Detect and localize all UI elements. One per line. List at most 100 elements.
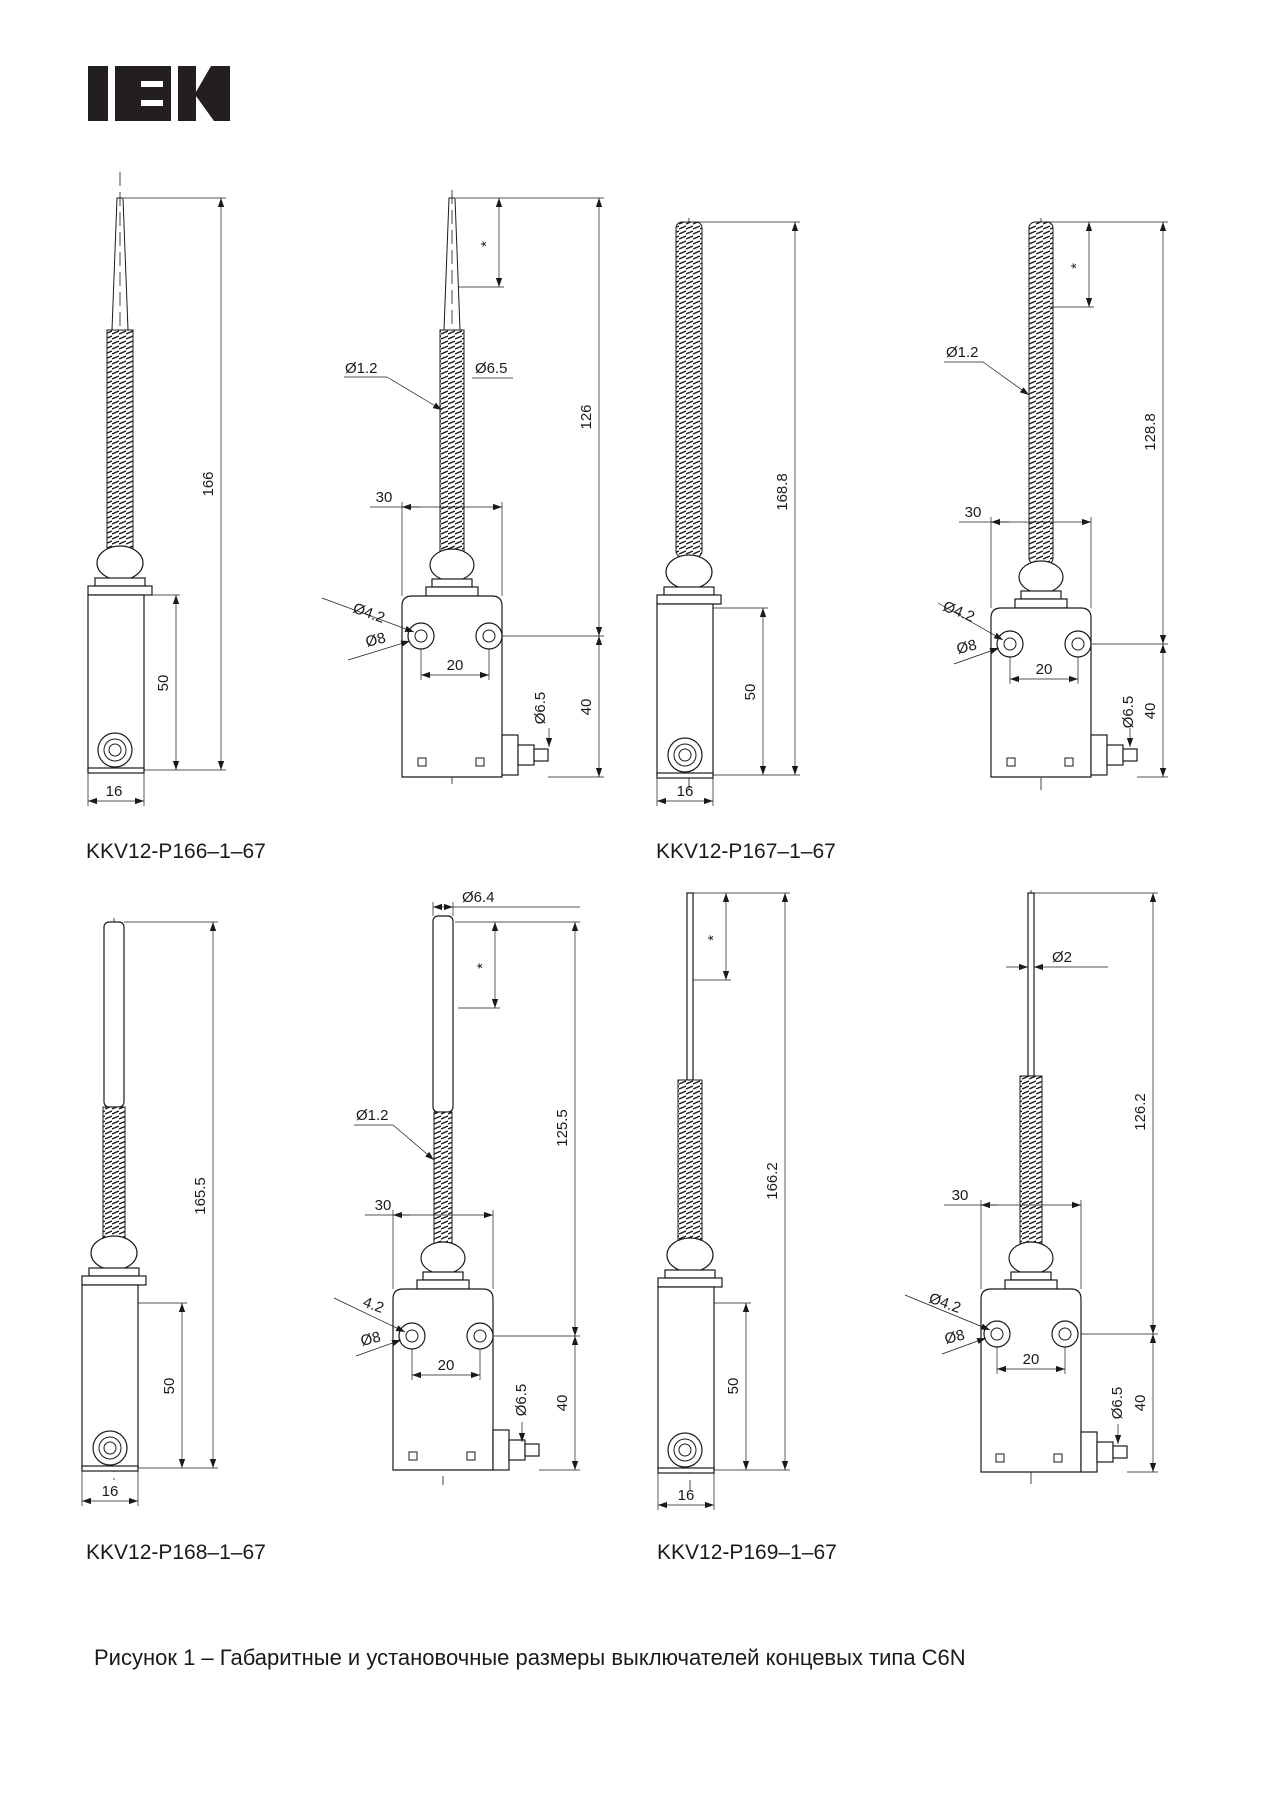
leader-line xyxy=(937,602,1004,641)
hole-diameter-label: 4.2 xyxy=(361,1294,386,1317)
plastic-rod xyxy=(432,915,454,1113)
cable-entry xyxy=(97,732,133,768)
spring xyxy=(677,1079,703,1241)
flange xyxy=(657,1277,723,1288)
housing-height-label: 50 xyxy=(155,675,172,692)
housing-width-label: 30 xyxy=(375,1197,392,1214)
cable-entry xyxy=(673,743,697,767)
housing xyxy=(980,1288,1082,1473)
front-view-p169: * 166.2 50 16 xyxy=(657,892,790,1510)
flange xyxy=(656,594,722,605)
leader-line xyxy=(904,1294,991,1331)
cable-gland xyxy=(1122,748,1138,762)
bellows-ring xyxy=(1008,1241,1054,1275)
cable-entry xyxy=(673,1438,697,1462)
mounting-hole xyxy=(983,1320,1011,1348)
cable-gland xyxy=(1080,1431,1098,1473)
cable-entry xyxy=(108,743,122,757)
housing-height-label: 40 xyxy=(554,1395,571,1412)
plastic-rod xyxy=(103,921,125,1108)
hole-pitch-label: 20 xyxy=(438,1357,455,1374)
counterbore-label: Ø8 xyxy=(955,637,979,658)
adjustable-length-marker: * xyxy=(705,935,722,941)
mounting-hole xyxy=(990,1327,1004,1341)
cable-entry xyxy=(667,737,703,773)
model-caption-p169: KKV12-P169–1–67 xyxy=(657,1541,837,1564)
gland-diameter-label: Ø6.5 xyxy=(1109,1387,1126,1420)
hole-diameter-label: Ø4.2 xyxy=(351,600,387,627)
bellows-ring xyxy=(90,1235,138,1271)
housing-width-label: 16 xyxy=(677,783,694,800)
gland-diameter-label: Ø6.5 xyxy=(513,1384,530,1417)
hole-pitch-label: 20 xyxy=(447,657,464,674)
leader-line xyxy=(347,640,411,661)
spring xyxy=(102,1106,126,1238)
housing-width-label: 16 xyxy=(106,783,123,800)
leader-line xyxy=(941,1337,987,1355)
bellows-ring xyxy=(96,545,144,581)
cable-entry xyxy=(667,1432,703,1468)
base-plate xyxy=(87,767,145,774)
spring xyxy=(1019,1075,1043,1245)
actuator-length-label: 128.8 xyxy=(1142,413,1159,451)
slot xyxy=(417,757,427,767)
front-view-p166: 166 50 16 xyxy=(87,172,226,806)
spring xyxy=(1028,221,1054,565)
slot xyxy=(475,757,485,767)
cable-entry xyxy=(678,748,692,762)
flange xyxy=(1004,1279,1058,1290)
side-view-p168: Ø6.4 * Ø1.2 125.5 30 4.2 Ø8 20 Ø6.5 xyxy=(333,889,580,1485)
mounting-hole xyxy=(482,629,496,643)
spring xyxy=(439,329,465,556)
slot xyxy=(1064,757,1074,767)
side-view-p166: * Ø1.2 Ø6.5 126 30 Ø4.2 Ø8 20 Ø6.5 40 xyxy=(321,190,604,785)
figure-caption: Рисунок 1 – Габаритные и установочные ра… xyxy=(94,1645,966,1670)
hole-pitch-label: 20 xyxy=(1023,1351,1040,1368)
flange xyxy=(1010,1271,1052,1281)
flange xyxy=(88,1267,140,1277)
slot xyxy=(466,1451,476,1461)
overall-length-label: 166 xyxy=(200,471,217,496)
cable-entry xyxy=(103,738,127,762)
flange xyxy=(663,586,715,596)
actuator-length-label: 126 xyxy=(578,404,595,429)
flange xyxy=(81,1275,147,1286)
slot xyxy=(1053,1453,1063,1463)
overall-length-label: 165.5 xyxy=(192,1177,209,1215)
mounting-hole xyxy=(398,1322,426,1350)
housing-height-label: 40 xyxy=(1132,1395,1149,1412)
bellows-ring xyxy=(665,554,713,590)
cable-entry xyxy=(92,1430,128,1466)
gland-diameter-label: Ø6.5 xyxy=(532,692,549,725)
mounting-hole xyxy=(1051,1320,1079,1348)
flange xyxy=(422,1271,464,1281)
model-caption-p168: KKV12-P168–1–67 xyxy=(86,1541,266,1564)
leader-line xyxy=(953,647,1000,665)
mounting-hole xyxy=(996,630,1024,658)
cable-gland xyxy=(1096,1441,1114,1463)
flange xyxy=(431,578,473,588)
mounting-hole xyxy=(1058,1327,1072,1341)
spring-diameter-label: Ø6.5 xyxy=(475,360,508,377)
base-plate xyxy=(656,772,714,779)
housing-width-label: 16 xyxy=(678,1487,695,1504)
counterbore-label: Ø8 xyxy=(364,630,388,651)
adjustable-length-marker: * xyxy=(478,241,495,247)
flange xyxy=(425,586,479,597)
adjustable-length-marker: * xyxy=(1068,263,1085,269)
base-plate xyxy=(81,1465,139,1472)
cable-entry xyxy=(103,1441,117,1455)
housing-height-label: 40 xyxy=(1142,703,1159,720)
hole-pitch-label: 20 xyxy=(1036,661,1053,678)
cable-gland xyxy=(508,1439,526,1461)
front-view-p167: 168.8 50 16 xyxy=(656,218,800,806)
leader-line xyxy=(321,597,415,633)
logo-mark-stroke xyxy=(171,66,178,121)
cable-gland xyxy=(533,748,549,762)
cable-gland xyxy=(501,734,519,776)
wire-diameter-label: Ø1.2 xyxy=(345,360,378,377)
actuator-length-label: 126.2 xyxy=(1132,1093,1149,1131)
housing-height-label: 50 xyxy=(742,684,759,701)
flange xyxy=(664,1269,716,1279)
